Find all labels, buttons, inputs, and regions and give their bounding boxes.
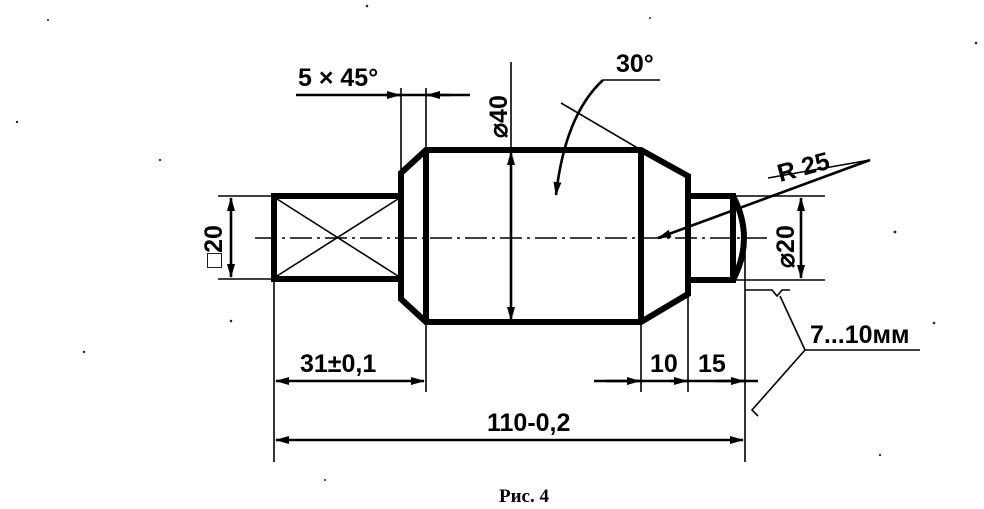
label-length-10: 10: [650, 350, 678, 378]
label-chamfer: 5 × 45°: [298, 64, 378, 92]
knurl-zone-bracket: [745, 289, 790, 298]
scan-speck: [47, 19, 49, 21]
label-radius-25: R 25: [774, 147, 832, 188]
label-length-15: 15: [698, 350, 726, 378]
scan-speck: [974, 41, 978, 45]
small-end-section: [688, 193, 736, 283]
scan-speck: [324, 479, 326, 481]
radius-leader: [657, 158, 871, 240]
main-body-outline: [398, 147, 691, 325]
label-knurl-zone: 7...10мм: [810, 321, 910, 349]
label-length-31: 31±0,1: [300, 350, 376, 378]
angle-30-arc: [553, 79, 604, 196]
label-diameter-40: ⌀40: [485, 95, 513, 138]
scan-speck: [158, 158, 162, 162]
square-diagonal-2: [276, 198, 399, 277]
radius-leader-shelf: [767, 159, 871, 179]
ext-line-cone: [560, 102, 642, 151]
scan-speck: [365, 4, 369, 8]
scan-speck: [878, 453, 882, 457]
label-square-20: □20: [200, 225, 228, 268]
scan-speck: [932, 321, 936, 325]
spherical-end-r25: [730, 194, 747, 282]
scan-speck: [893, 230, 897, 234]
scan-speck: [229, 319, 233, 323]
figure-caption: Рис. 4: [499, 486, 549, 507]
scan-speck: [649, 17, 651, 19]
label-diameter-20: ⌀20: [772, 225, 800, 268]
scan-speck: [15, 120, 19, 124]
scan-speck: [82, 350, 86, 354]
label-total-length: 110-0,2: [487, 409, 570, 437]
knurl-leader-lower: [750, 349, 806, 417]
label-angle-30: 30°: [616, 50, 654, 78]
